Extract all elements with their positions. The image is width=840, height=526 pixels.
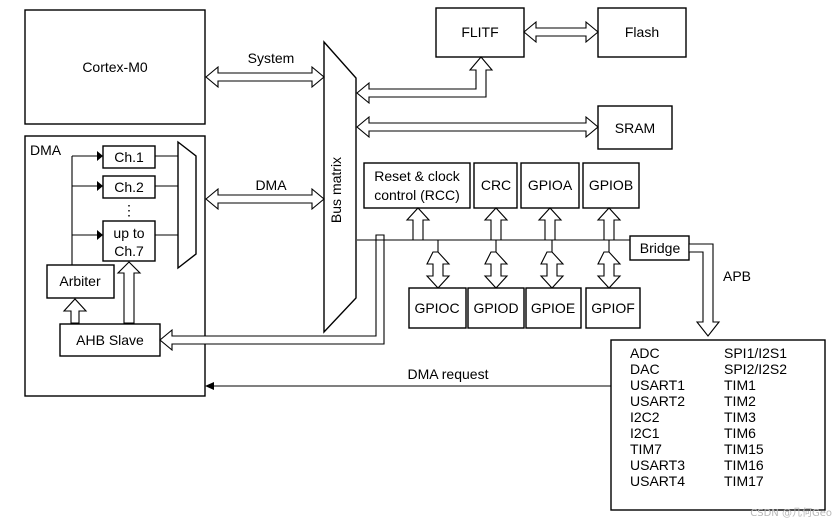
bus-down-taps bbox=[437, 240, 610, 252]
cortex-m0-block bbox=[24, 9, 206, 125]
dma-channel-2 bbox=[102, 175, 156, 199]
apb-peripheral: USART1 bbox=[630, 377, 685, 393]
dma-bus-label: DMA bbox=[255, 177, 287, 193]
bus-gpioa-arrow bbox=[537, 207, 563, 241]
gpiod-label: GPIOD bbox=[473, 300, 518, 316]
bus-gpiof-arrow bbox=[596, 251, 622, 289]
bus-matrix-block bbox=[323, 40, 357, 334]
cortex-m0-label: Cortex-M0 bbox=[82, 59, 148, 75]
bus-gpiod-arrow bbox=[483, 251, 509, 289]
apb-peripheral-list-left: ADC DAC USART1 USART2 I2C2 I2C1 TIM7 USA… bbox=[630, 345, 685, 489]
dma-channel-7 bbox=[102, 220, 156, 262]
gpiof-label: GPIOF bbox=[591, 300, 635, 316]
apb-peripheral: TIM3 bbox=[724, 409, 756, 425]
dma-channel-7-label-top: up to bbox=[113, 225, 144, 241]
apb-peripheral: TIM17 bbox=[724, 473, 764, 489]
ahb-to-arbiter-arrow bbox=[62, 298, 88, 324]
apb-peripheral: USART3 bbox=[630, 457, 685, 473]
bus-crc-arrow bbox=[483, 207, 509, 241]
bus-gpiob-arrow bbox=[596, 207, 622, 241]
bus-rcc-arrow bbox=[405, 207, 431, 241]
apb-peripheral: TIM7 bbox=[630, 441, 662, 457]
flash-label: Flash bbox=[625, 24, 659, 40]
rcc-block bbox=[363, 162, 471, 209]
dma-channel-1 bbox=[102, 145, 156, 169]
sram-label: SRAM bbox=[615, 120, 655, 136]
apb-peripheral: TIM2 bbox=[724, 393, 756, 409]
dma-channel-2-label: Ch.2 bbox=[114, 179, 144, 195]
gpiob-label: GPIOB bbox=[589, 177, 633, 193]
apb-peripheral-list-right: SPI1/I2S1 SPI2/I2S2 TIM1 TIM2 TIM3 TIM6 … bbox=[724, 345, 787, 489]
apb-peripheral: SPI2/I2S2 bbox=[724, 361, 787, 377]
gpiob-block bbox=[582, 162, 640, 209]
dma-arrow-ch2 bbox=[97, 181, 103, 191]
arbiter-label: Arbiter bbox=[59, 273, 101, 289]
flitf-block bbox=[435, 7, 525, 58]
apb-peripheral: ADC bbox=[630, 345, 660, 361]
flash-block bbox=[597, 7, 687, 58]
ahb-to-channels-arrow bbox=[116, 261, 142, 324]
dma-request-label: DMA request bbox=[408, 366, 489, 382]
apb-peripheral: DAC bbox=[630, 361, 660, 377]
bridge-label: Bridge bbox=[640, 240, 681, 256]
apb-peripherals-block bbox=[610, 339, 826, 511]
apb-peripheral: SPI1/I2S1 bbox=[724, 345, 787, 361]
dma-label: DMA bbox=[30, 142, 62, 158]
apb-arrow bbox=[688, 243, 721, 337]
system-bus-arrow bbox=[205, 65, 325, 89]
ahb-slave-block bbox=[59, 323, 161, 357]
gpioa-block bbox=[520, 162, 580, 209]
arbiter-block bbox=[46, 264, 115, 299]
apb-peripheral: I2C2 bbox=[630, 409, 660, 425]
dma-arrow-ch7 bbox=[97, 230, 103, 240]
crc-block bbox=[473, 162, 518, 209]
apb-peripheral: TIM15 bbox=[724, 441, 764, 457]
gpioc-label: GPIOC bbox=[414, 300, 459, 316]
apb-peripheral: I2C1 bbox=[630, 425, 660, 441]
gpiod-block bbox=[467, 287, 525, 329]
bus-to-ahb-slave-arrow bbox=[159, 234, 385, 352]
gpioa-label: GPIOA bbox=[528, 177, 573, 193]
sram-block bbox=[597, 105, 673, 150]
bus-sram-arrow bbox=[356, 115, 599, 139]
apb-peripheral: USART4 bbox=[630, 473, 685, 489]
dma-request-arrowhead bbox=[205, 382, 214, 390]
bus-gpioe-arrow bbox=[539, 251, 565, 289]
dma-multiplexer bbox=[177, 140, 197, 270]
gpiof-block bbox=[585, 287, 641, 329]
apb-peripheral: TIM6 bbox=[724, 425, 756, 441]
crc-label: CRC bbox=[481, 177, 511, 193]
bus-matrix-label: Bus matrix bbox=[328, 157, 344, 223]
dma-bus-arrow bbox=[205, 187, 325, 211]
rcc-label-line1: Reset & clock bbox=[374, 168, 461, 184]
gpioe-label: GPIOE bbox=[531, 300, 575, 316]
flitf-flash-arrow bbox=[523, 20, 599, 44]
dma-arrow-ch1 bbox=[97, 151, 103, 161]
apb-peripheral: USART2 bbox=[630, 393, 685, 409]
gpioc-block bbox=[408, 287, 467, 329]
dma-channel-1-label: Ch.1 bbox=[114, 149, 144, 165]
apb-peripheral: TIM1 bbox=[724, 377, 756, 393]
rcc-label-line2: control (RCC) bbox=[374, 187, 460, 203]
gpioe-block bbox=[525, 287, 582, 329]
system-bus-label: System bbox=[248, 50, 295, 66]
watermark: CSDN @几何Geo bbox=[750, 506, 832, 519]
bus-flitf-arrow bbox=[356, 56, 494, 105]
dma-channel-7-label-bottom: Ch.7 bbox=[114, 243, 144, 259]
bus-gpioc-arrow bbox=[425, 251, 451, 289]
ahb-slave-label: AHB Slave bbox=[76, 332, 144, 348]
apb-label: APB bbox=[723, 268, 751, 284]
apb-peripheral: TIM16 bbox=[724, 457, 764, 473]
flitf-label: FLITF bbox=[461, 24, 498, 40]
dma-channel-ellipsis: ⋮ bbox=[122, 202, 136, 218]
